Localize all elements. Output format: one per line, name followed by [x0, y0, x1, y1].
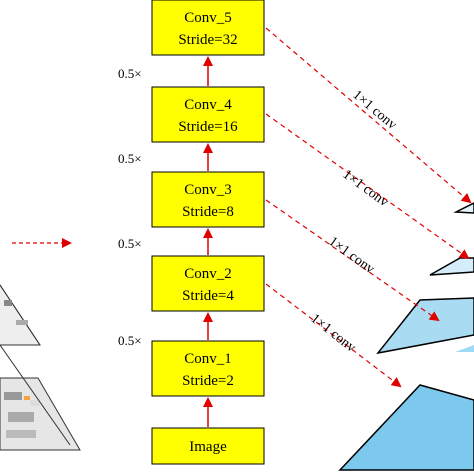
left-map-texture-5	[4, 300, 12, 306]
lateral-label: 1×1 conv	[308, 311, 359, 355]
left-map-texture-6	[16, 320, 28, 325]
conv4-title: Conv_4	[184, 97, 232, 113]
image-title: Image	[189, 439, 227, 455]
conv5-box: Conv_5 Stride=32	[151, 0, 265, 56]
conv5-title: Conv_5	[184, 10, 232, 26]
conv1-stride: Stride=2	[182, 373, 234, 389]
left-map-texture-4	[6, 430, 36, 438]
left-map-texture-3	[30, 400, 40, 406]
left-map-texture-1	[4, 392, 22, 400]
conv3-stride: Stride=8	[182, 204, 234, 220]
red-dashed-arrow-icon	[265, 283, 402, 388]
red-dashed-arrow-icon	[265, 199, 440, 322]
scale-label: 0.5×	[118, 333, 142, 348]
image-box: Image	[151, 427, 265, 465]
lateral-label: 1×1 conv	[340, 167, 391, 210]
red-dashed-arrow-icon	[265, 27, 472, 204]
pyramid-level-2-inner	[455, 345, 474, 352]
conv4-box: Conv_4 Stride=16	[151, 86, 265, 143]
conv3-box: Conv_3 Stride=8	[151, 171, 265, 228]
conv2-rect	[151, 255, 265, 312]
lateral-connections	[265, 27, 472, 388]
scale-label: 0.5×	[118, 236, 142, 251]
conv1-rect	[151, 340, 265, 397]
left-map-texture-2	[8, 412, 34, 422]
conv2-title: Conv_2	[184, 266, 232, 282]
feature-pyramid	[338, 202, 474, 471]
conv5-rect	[151, 0, 265, 56]
scale-label: 0.5×	[118, 66, 142, 81]
scale-label: 0.5×	[118, 151, 142, 166]
conv2-stride: Stride=4	[182, 288, 234, 304]
conv4-stride: Stride=16	[178, 119, 238, 135]
pyramid-level-3	[429, 257, 474, 276]
conv3-title: Conv_3	[184, 182, 232, 198]
lateral-label: 1×1 conv	[326, 234, 377, 277]
image-rect	[151, 427, 265, 465]
left-map-highlight	[24, 396, 30, 400]
pyramid-level-2	[376, 297, 474, 355]
left-map-top-edge	[0, 284, 41, 346]
pyramid-edge-a	[419, 384, 474, 401]
conv1-box: Conv_1 Stride=2	[151, 340, 265, 397]
left-feature-maps	[0, 284, 81, 451]
pyramid-level-1	[338, 384, 474, 471]
backbone-boxes: Conv_5 Stride=32 Conv_4 Stride=16 Conv_3…	[151, 0, 265, 465]
conv1-title: Conv_1	[184, 351, 232, 367]
pyramid-level-4	[453, 202, 474, 214]
left-map-connector	[0, 344, 71, 446]
lateral-label: 1×1 conv	[349, 88, 399, 133]
conv4-rect	[151, 86, 265, 143]
conv5-stride: Stride=32	[178, 32, 237, 48]
conv2-box: Conv_2 Stride=4	[151, 255, 265, 312]
conv3-rect	[151, 171, 265, 228]
